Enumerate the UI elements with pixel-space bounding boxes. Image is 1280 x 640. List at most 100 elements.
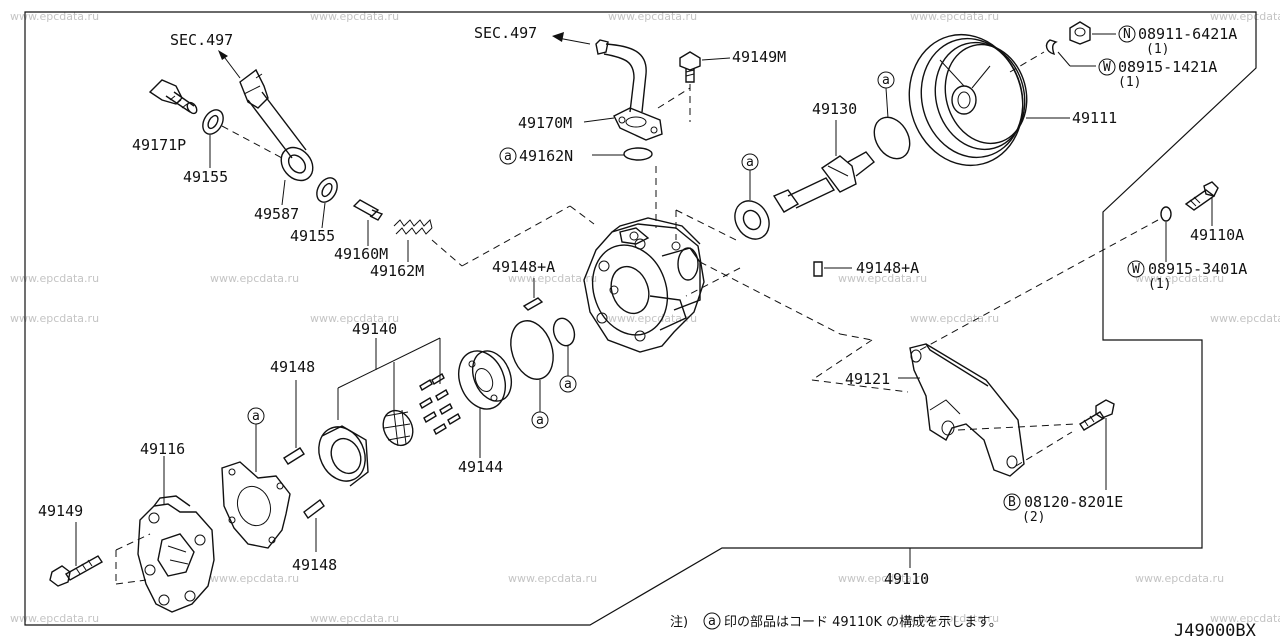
part-label-49171P: 49171P [132, 136, 186, 154]
pin-49148A-right [813, 261, 823, 277]
part-label-49110: 49110 [884, 570, 929, 588]
watermark: www.epcdata.ru [310, 10, 399, 23]
part-label-49110A: 49110A [1190, 226, 1244, 244]
part-label-08915-3401A: 08915-3401A [1148, 260, 1247, 278]
washer-49155-upper [202, 109, 224, 135]
watermark: www.epcdata.ru [1210, 312, 1280, 325]
bolt-49171P [148, 79, 198, 115]
watermark: www.epcdata.ru [1135, 572, 1224, 585]
watermark: www.epcdata.ru [910, 612, 999, 625]
watermark: www.epcdata.ru [508, 572, 597, 585]
part-label-49149M: 49149M [732, 48, 786, 66]
washer-08915-1421A [1045, 39, 1058, 55]
marker-W [1098, 58, 1116, 76]
marker-a-letter: a [252, 409, 260, 424]
marker-W [1127, 260, 1145, 278]
bracket-49121 [909, 343, 1025, 477]
part-label-49148-upper: 49148 [270, 358, 315, 376]
marker-a [499, 147, 517, 165]
marker-a-letter: a [564, 377, 572, 392]
valve-49160M [352, 199, 384, 221]
marker-a-letter: a [708, 614, 716, 629]
marker-a [703, 612, 721, 630]
part-label-49140: 49140 [352, 320, 397, 338]
marker-a-letter: a [746, 155, 754, 170]
watermark: www.epcdata.ru [10, 272, 99, 285]
part-label-49116: 49116 [140, 440, 185, 458]
watermark: www.epcdata.ru [608, 10, 697, 23]
part-label-49148-lower: 49148 [292, 556, 337, 574]
section-reference: SEC.497 [474, 24, 537, 42]
watermark: www.epcdata.ru [910, 312, 999, 325]
spring-49162M [393, 219, 433, 235]
part-label-49130: 49130 [812, 100, 857, 118]
pin-49148A-left [522, 297, 544, 311]
marker-B-letter: B [1008, 495, 1016, 510]
washer-08915-3401A [1160, 206, 1172, 222]
part-label-49144: 49144 [458, 458, 503, 476]
connector-49170M [595, 39, 663, 141]
section-reference: SEC.497 [170, 31, 233, 49]
part-label-49587: 49587 [254, 205, 299, 223]
rear-cover-49116 [137, 495, 215, 613]
bolt-49110A [1184, 181, 1219, 211]
watermark: www.epcdata.ru [1210, 10, 1280, 23]
watermark: www.epcdata.ru [310, 312, 399, 325]
assembly-boundary [24, 11, 1257, 626]
part-label-08120-8201E: 08120-8201E [1024, 493, 1123, 511]
part-label-08915-1421A: 08915-1421A [1118, 58, 1217, 76]
part-label-49155-upper: 49155 [183, 168, 228, 186]
oring-shaft [873, 116, 911, 160]
footnote: 注) a 印の部品はコード 49110K の構成を示します。 [670, 612, 1002, 630]
sec-497-top-callout: SEC.497 [474, 24, 591, 45]
cam-ring [318, 425, 369, 487]
quantity-08915-3401A: (1) [1148, 277, 1171, 292]
marker-N [1118, 25, 1136, 43]
watermark: www.epcdata.ru [10, 612, 99, 625]
watermark: www.epcdata.ru [10, 312, 99, 325]
watermark: www.epcdata.ru [910, 10, 999, 23]
watermark: www.epcdata.ru [838, 572, 927, 585]
marker-B [1003, 493, 1021, 511]
watermark-layer: www.epcdata.ru www.epcdata.ru www.epcdat… [10, 10, 1280, 625]
part-label-49149: 49149 [38, 502, 83, 520]
quantity-08120-8201E: (2) [1022, 510, 1045, 525]
marker-a-letter: a [882, 73, 890, 88]
shaft-49130 [772, 151, 875, 213]
watermark: www.epcdata.ru [10, 10, 99, 23]
union-pipe-49587 [239, 68, 314, 182]
part-label-49121: 49121 [845, 370, 890, 388]
watermark: www.epcdata.ru [310, 612, 399, 625]
watermark: www.epcdata.ru [210, 272, 299, 285]
pin-49148-upper [283, 447, 305, 465]
marker-W-letter: W [1132, 262, 1140, 277]
part-label-49111: 49111 [1072, 109, 1117, 127]
watermark: www.epcdata.ru [838, 272, 927, 285]
watermark: www.epcdata.ru [508, 272, 597, 285]
part-label-08911-6421A: 08911-6421A [1138, 25, 1237, 43]
footnote-text: 印の部品はコード 49110K の構成を示します。 [724, 615, 1002, 630]
bolt-49149M [679, 51, 701, 83]
rotor [382, 409, 414, 447]
watermark: www.epcdata.ru [210, 572, 299, 585]
pressure-plate-49144 [458, 350, 513, 410]
part-label-49155-lower: 49155 [290, 227, 335, 245]
oil-seal-upper [734, 200, 770, 240]
oring-small [552, 317, 576, 347]
bolt-08120-8201E [1079, 399, 1115, 431]
watermark: www.epcdata.ru [1210, 612, 1280, 625]
diagram-code: J49000BX [1174, 621, 1257, 640]
nut-08911-6421A [1069, 21, 1091, 45]
oring-large [510, 320, 554, 380]
part-label-49160M: 49160M [334, 245, 388, 263]
gasket [221, 461, 291, 549]
vanes [419, 373, 461, 435]
part-label-49148A-left: 49148+A [492, 258, 555, 276]
watermark: www.epcdata.ru [1135, 272, 1224, 285]
marker-W-letter: W [1103, 60, 1111, 75]
part-label-49162M: 49162M [370, 262, 424, 280]
part-label-49170M: 49170M [518, 114, 572, 132]
bolt-49149 [49, 555, 104, 587]
pin-49148-lower [303, 498, 325, 520]
